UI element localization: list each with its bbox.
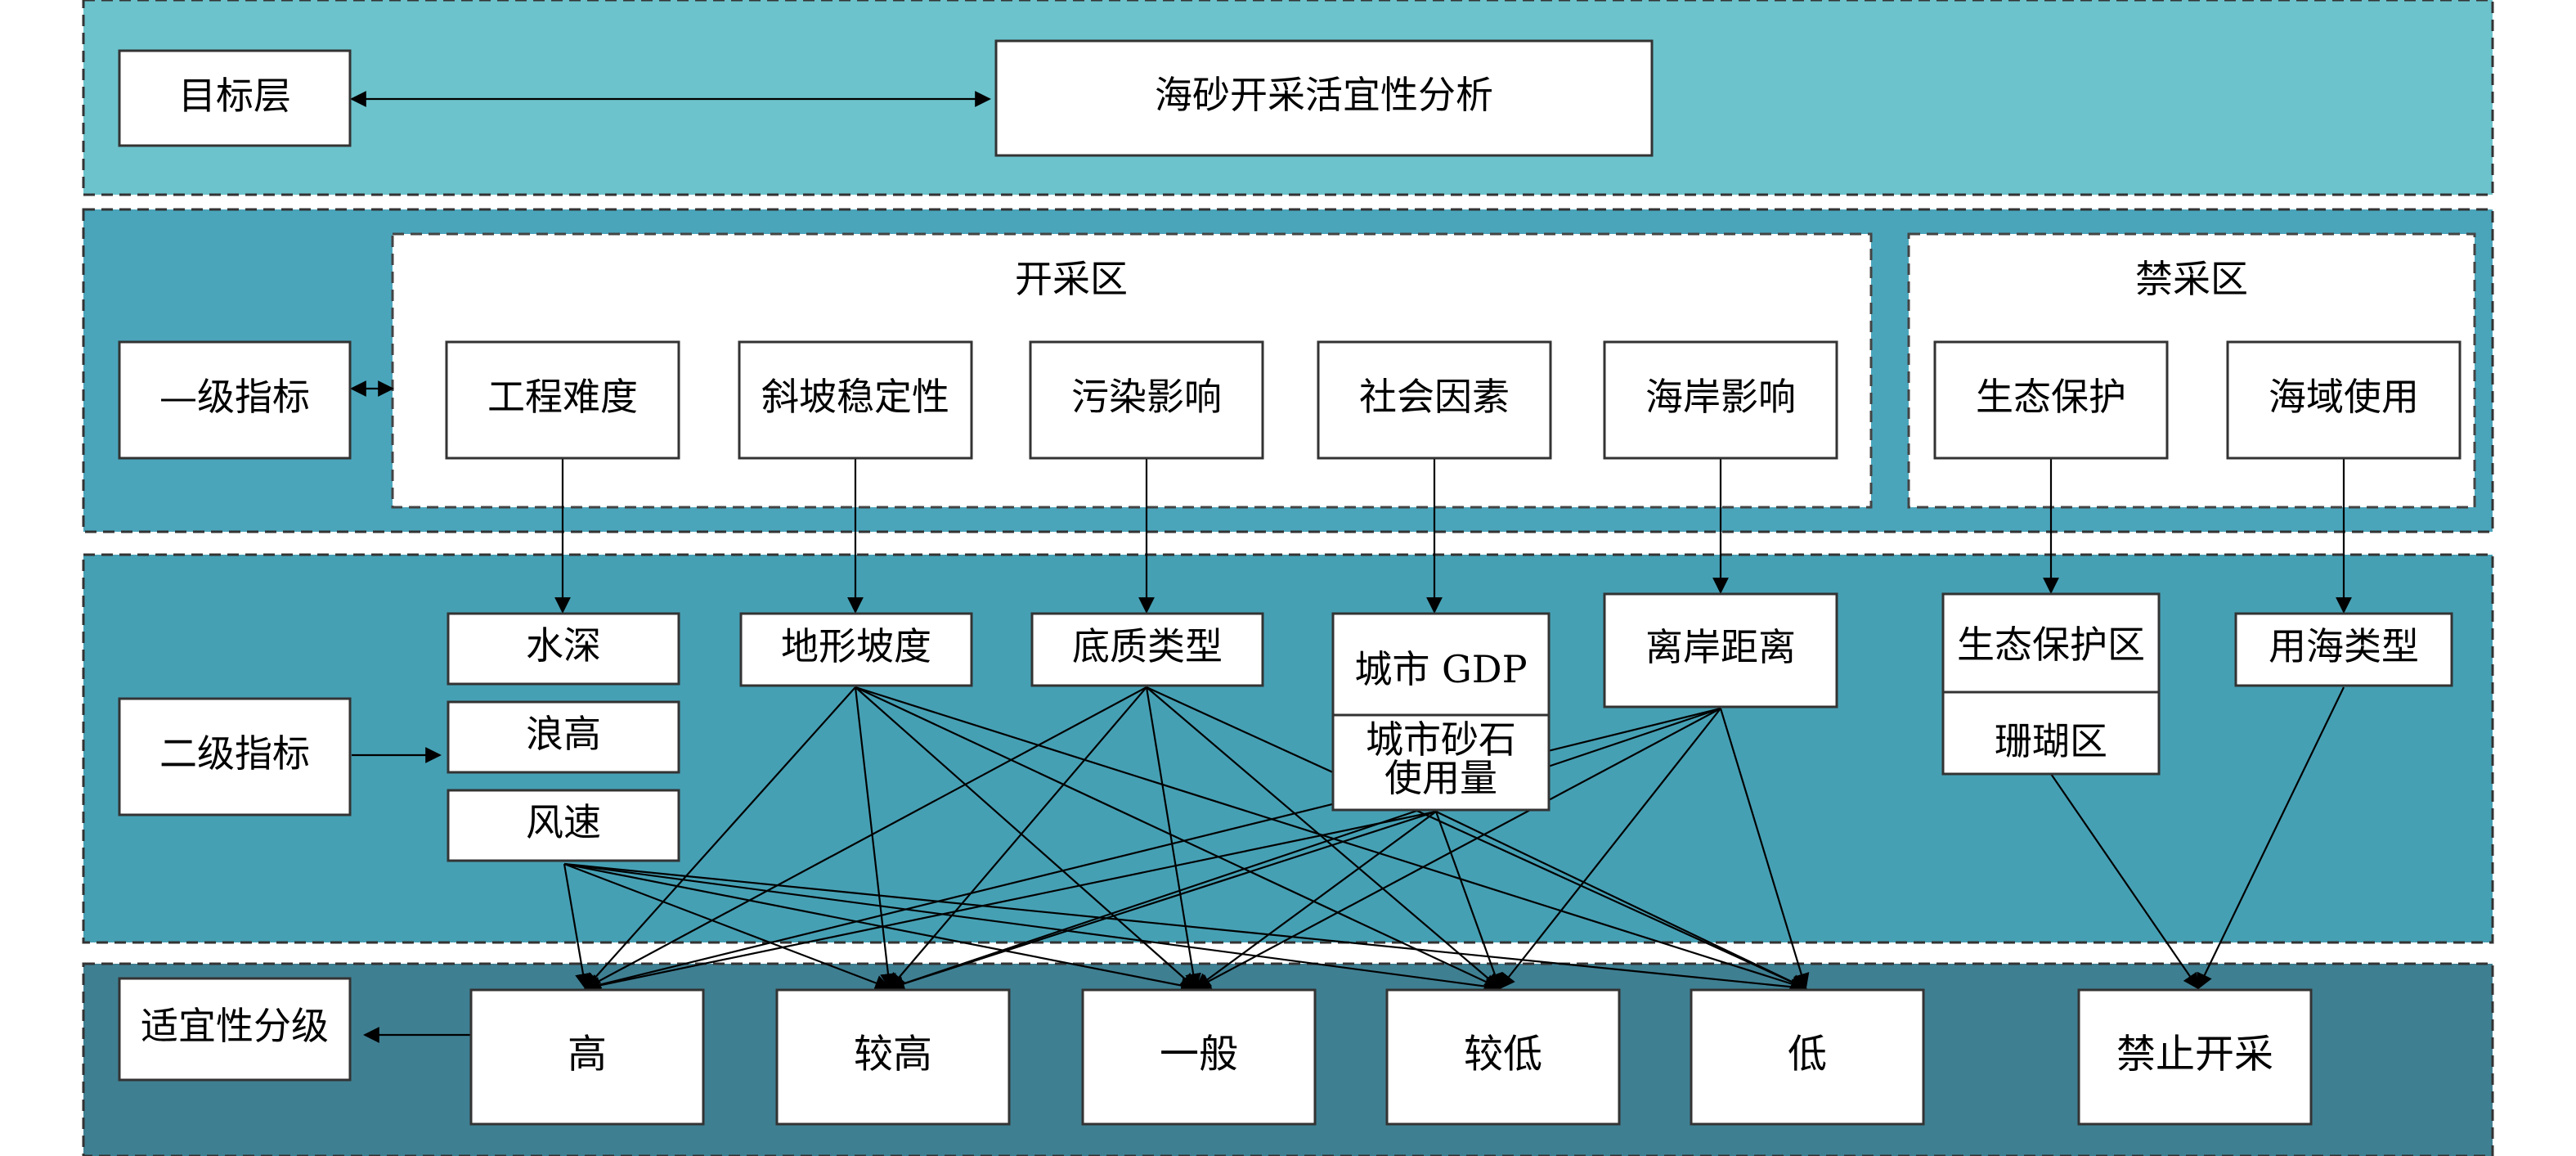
svg-text:风速: 风速 xyxy=(526,800,601,844)
grade-forbidden-box: 禁止开采 xyxy=(2077,988,2313,1126)
grade-low-box: 低 xyxy=(1690,988,1925,1126)
fan-line xyxy=(854,686,896,990)
level1-engineering-box: 工程难度 xyxy=(445,340,680,460)
level2-sea-type-box: 用海类型 xyxy=(2234,612,2453,687)
fan-line xyxy=(1194,708,1721,989)
level2-distance-box: 离岸距离 xyxy=(1603,592,1838,708)
grade-mid-high-box: 较高 xyxy=(775,988,1011,1126)
fan-line xyxy=(855,686,1197,990)
svg-text:目标层: 目标层 xyxy=(178,74,291,118)
svg-text:禁止开采: 禁止开采 xyxy=(2116,1032,2273,1077)
level1-layer-label: —级指标 xyxy=(118,340,352,460)
grade-normal-box: 一般 xyxy=(1081,988,1317,1126)
fan-line xyxy=(1145,686,1201,990)
svg-text:底质类型: 底质类型 xyxy=(1072,624,1223,668)
goal-layer-label: 目标层 xyxy=(118,49,352,147)
svg-text:工程难度: 工程难度 xyxy=(487,375,638,419)
svg-text:离岸距离: 离岸距离 xyxy=(1645,625,1796,669)
fan-line xyxy=(563,862,1197,994)
svg-text:海岸影响: 海岸影响 xyxy=(1645,375,1796,419)
fan-line xyxy=(1434,811,1503,990)
svg-text:海砂开采活宜性分析: 海砂开采活宜性分析 xyxy=(1155,73,1493,117)
fan-line xyxy=(563,862,1501,995)
fan-line xyxy=(563,863,591,990)
level1-coast-box: 海岸影响 xyxy=(1603,340,1838,460)
grade-layer-label: 适宜性分级 xyxy=(118,977,352,1082)
connectors xyxy=(350,91,2352,1043)
fan-line xyxy=(855,686,1501,990)
fan-line xyxy=(584,810,1437,994)
fan-line xyxy=(1719,708,1810,990)
fan-line xyxy=(888,810,1437,992)
svg-text:水深: 水深 xyxy=(526,623,601,668)
level1-pollution-box: 污染影响 xyxy=(1029,340,1264,460)
sand-use-label-line1: 城市砂石 xyxy=(1366,717,1516,762)
level1-sea-use-box: 海域使用 xyxy=(2226,340,2462,460)
level1-slope-stability-box: 斜坡稳定性 xyxy=(738,340,973,460)
level2-gdp-sand-box: 城市 GDP 城市砂石 使用量 xyxy=(1331,612,1551,812)
svg-text:海域使用: 海域使用 xyxy=(2269,375,2419,419)
gdp-label: 城市 GDP xyxy=(1354,647,1527,691)
svg-text:较高: 较高 xyxy=(854,1032,932,1077)
grade-mid-low-box: 较低 xyxy=(1385,988,1621,1126)
svg-text:浪高: 浪高 xyxy=(526,712,601,756)
level2-wave-box: 浪高 xyxy=(447,700,680,774)
fan-line xyxy=(855,686,1807,992)
svg-text:适宜性分级: 适宜性分级 xyxy=(141,1004,329,1048)
svg-text:一般: 一般 xyxy=(1160,1032,1238,1077)
level1-ecology-box: 生态保护 xyxy=(1933,340,2169,460)
eco-zone-label: 生态保护区 xyxy=(1957,623,2145,667)
svg-text:—级指标: —级指标 xyxy=(159,375,310,419)
coral-to-forbidden xyxy=(2050,773,2200,990)
prohibited-zone-title: 禁采区 xyxy=(2135,257,2248,301)
coral-label: 珊瑚区 xyxy=(1995,719,2107,763)
fan-line xyxy=(584,686,856,990)
level2-eco-coral-box: 生态保护区 珊瑚区 xyxy=(1941,592,2161,776)
svg-text:二级指标: 二级指标 xyxy=(159,731,310,776)
seatype-to-forbidden xyxy=(2197,686,2345,990)
fan-line xyxy=(888,686,1147,990)
fan-line xyxy=(1146,686,1501,990)
fan-line xyxy=(888,707,1721,992)
svg-text:高: 高 xyxy=(568,1032,607,1077)
svg-text:社会因素: 社会因素 xyxy=(1359,375,1510,419)
fan-line xyxy=(1435,811,1807,990)
svg-text:较低: 较低 xyxy=(1464,1032,1542,1077)
sand-use-label-line2: 使用量 xyxy=(1384,756,1497,800)
level2-terrain-box: 地形坡度 xyxy=(739,612,973,687)
fan-line xyxy=(1498,708,1721,990)
svg-text:污染影响: 污染影响 xyxy=(1071,375,1222,419)
svg-text:用海类型: 用海类型 xyxy=(2269,624,2419,668)
level2-depth-box: 水深 xyxy=(447,612,680,686)
grade-high-box: 高 xyxy=(469,988,705,1126)
fan-line xyxy=(1194,811,1437,990)
fan-line xyxy=(584,686,1147,989)
mining-zone-title: 开采区 xyxy=(1015,257,1128,301)
svg-text:斜坡稳定性: 斜坡稳定性 xyxy=(761,375,949,419)
level1-social-box: 社会因素 xyxy=(1317,340,1552,460)
fan-line xyxy=(1146,686,1807,990)
level2-wind-box: 风速 xyxy=(447,789,680,862)
level2-layer-label: 二级指标 xyxy=(118,697,352,816)
svg-text:地形坡度: 地形坡度 xyxy=(781,624,931,668)
svg-text:生态保护: 生态保护 xyxy=(1976,375,2126,419)
fan-line xyxy=(563,862,891,991)
level2-substrate-box: 底质类型 xyxy=(1030,612,1264,687)
goal-box: 海砂开采活宜性分析 xyxy=(994,39,1654,157)
svg-text:低: 低 xyxy=(1788,1032,1827,1077)
